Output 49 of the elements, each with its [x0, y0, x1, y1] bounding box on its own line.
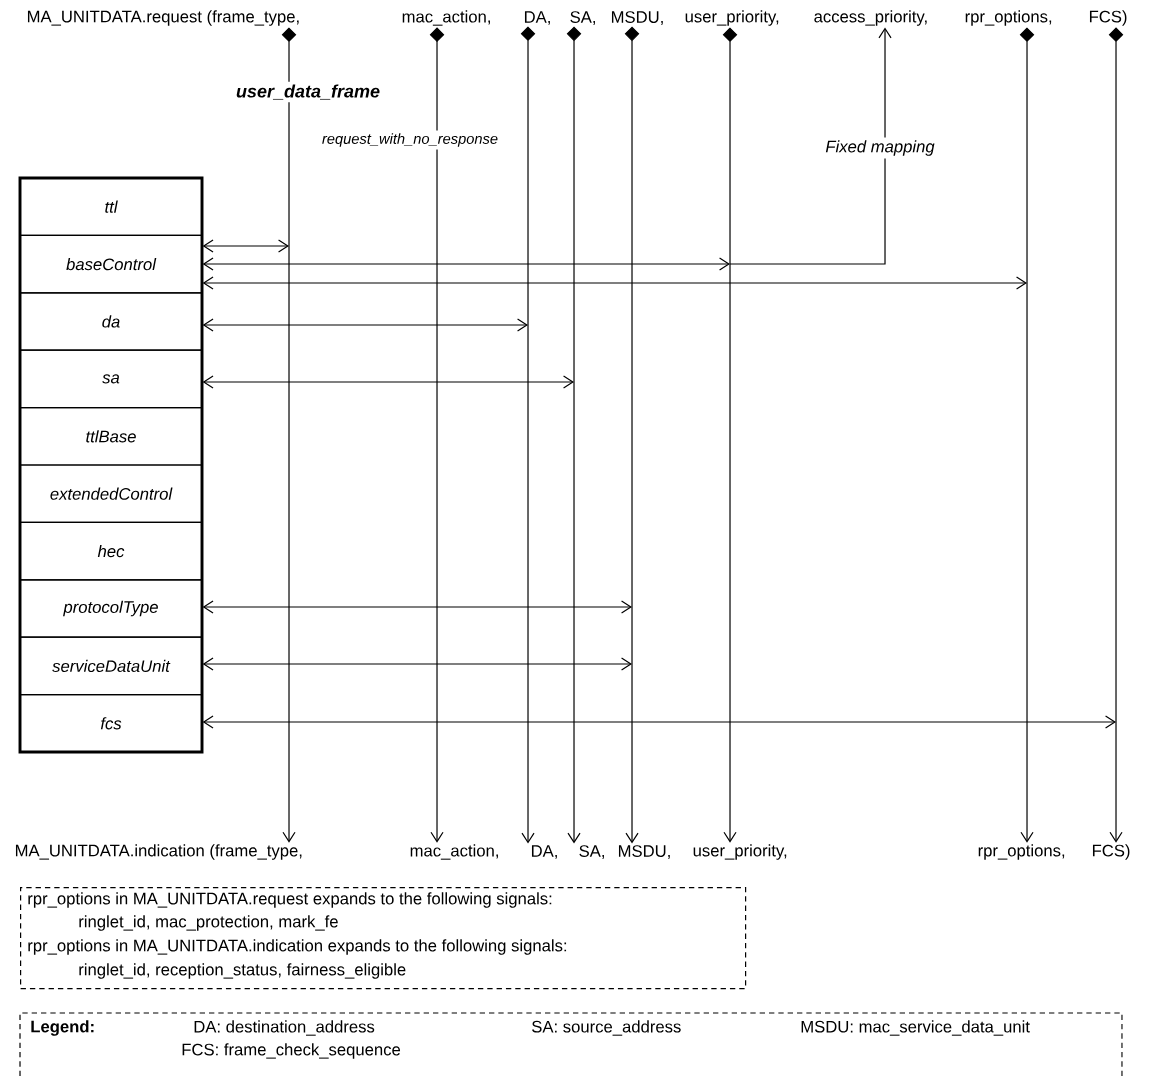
parameter-label: DA, [531, 845, 557, 859]
field-cell: extendedControl [19, 464, 203, 523]
arrow [566, 26, 582, 844]
parameter-label: user_priority, [685, 10, 779, 26]
field-cell: fcs [19, 694, 203, 753]
note-box: rpr_options in MA_UNITDATA.request expands to the following signals: ringlet_id, mac_protection, mark_fe rpr_options in MA_UNITDATA.indication expands to the following signals: ringlet_id, reception_status, fairness_eligible [20, 887, 747, 990]
arrow [202, 318, 528, 332]
parameter-label: MA_UNITDATA.indication (frame_type, [15, 844, 302, 860]
parameter-label: DA, [524, 11, 550, 25]
parameter-label: rpr_options, [965, 10, 1052, 26]
arrow [722, 27, 738, 843]
parameter-label: mac_action, [410, 844, 498, 860]
arrow [729, 27, 892, 265]
field-cell: baseControl [19, 234, 203, 294]
field-cell: ttl [19, 177, 203, 236]
arrow [202, 257, 730, 271]
arrow [202, 239, 289, 253]
parameter-label: SA, [579, 845, 604, 859]
arrow [202, 715, 1116, 729]
arrow [281, 27, 297, 843]
arrow [202, 657, 632, 671]
arrow [202, 375, 574, 389]
arrow [202, 276, 1028, 290]
parameter-label: MSDU, [618, 845, 670, 859]
field-cell: sa [19, 349, 203, 409]
field-cell: serviceDataUnit [19, 636, 203, 696]
field-cell: hec [19, 521, 203, 581]
parameter-label: user_priority, [693, 844, 787, 860]
parameter-label: SA, [570, 11, 595, 25]
arrow [1108, 27, 1124, 843]
arrow [1019, 27, 1035, 843]
parameter-label: mac_action, [402, 10, 490, 26]
parameter-label: FCS) [1092, 844, 1130, 860]
parameter-label: FCS) [1089, 10, 1127, 26]
parameter-label: MA_UNITDATA.request (frame_type, [27, 10, 299, 26]
field-cell: protocolType [19, 579, 203, 638]
parameter-label: access_priority, [814, 10, 927, 26]
arrow [520, 26, 536, 844]
arrow [429, 27, 445, 843]
legend-box: Legend: DA: destination_address SA: source_address MSDU: mac_service_data_unit FCS: frame_check_sequence [19, 1012, 1123, 1076]
arrow [202, 600, 632, 614]
parameter-label: rpr_options, [978, 844, 1065, 860]
field-cell: ttlBase [19, 407, 203, 466]
edge-label: Fixed mapping [822, 137, 938, 159]
edge-label: user_data_frame [233, 81, 383, 103]
arrow [624, 26, 640, 844]
field-cell: da [19, 292, 203, 351]
edge-label: request_with_no_response [319, 130, 501, 150]
parameter-label: MSDU, [611, 11, 663, 25]
